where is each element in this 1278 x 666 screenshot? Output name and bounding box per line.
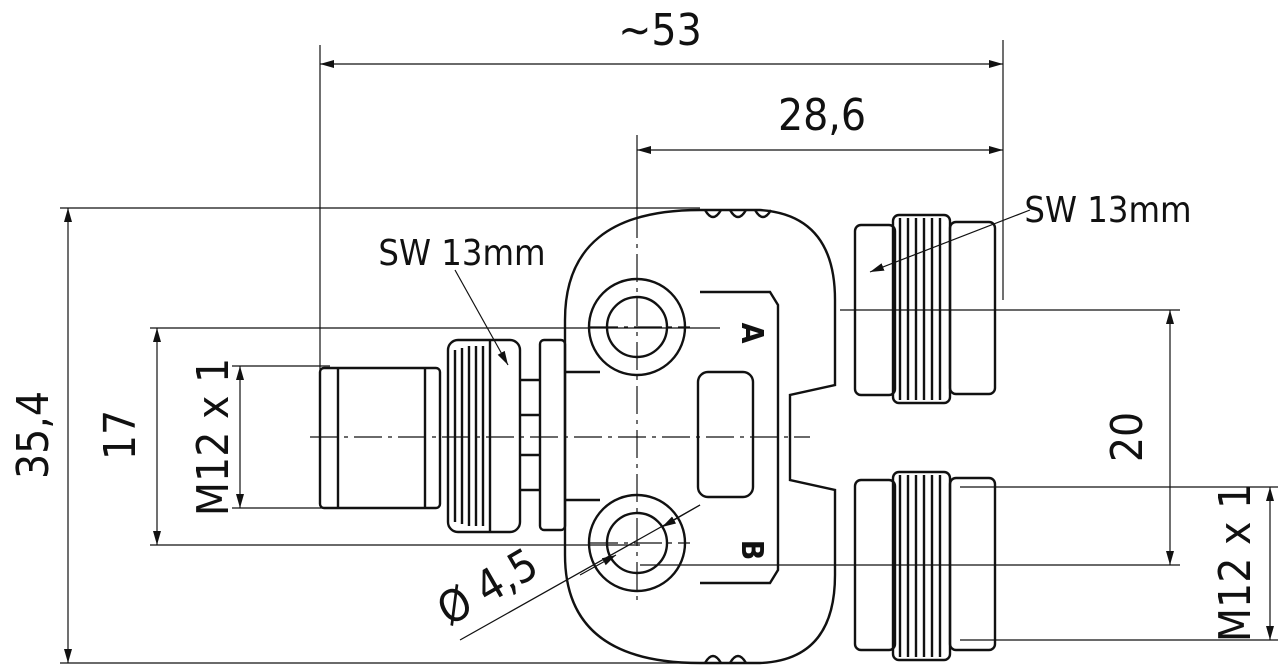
- right-connector-a: [853, 213, 997, 405]
- dim-overall-height: 35,4: [8, 391, 59, 479]
- port-label-b: B: [734, 540, 769, 561]
- extension-lines: [60, 40, 1278, 664]
- port-label-a: A: [734, 323, 769, 344]
- callout-right-wrench: SW 13mm: [1024, 190, 1191, 231]
- left-connector: [318, 338, 540, 534]
- y-splitter-body: [538, 208, 837, 665]
- dim-right-thread: M12 x 1: [1210, 484, 1261, 642]
- right-connector-b: [853, 470, 997, 662]
- dim-nut-height: 17: [95, 410, 146, 460]
- dim-outlet-offset: 28,6: [778, 90, 866, 141]
- dim-left-thread: M12 x 1: [188, 358, 239, 516]
- dim-outlet-spacing: 20: [1102, 412, 1153, 462]
- dim-hole-diameter: Ø 4,5: [429, 539, 547, 636]
- callout-left-wrench: SW 13mm: [378, 233, 545, 274]
- dim-overall-length: ∼53: [618, 5, 702, 56]
